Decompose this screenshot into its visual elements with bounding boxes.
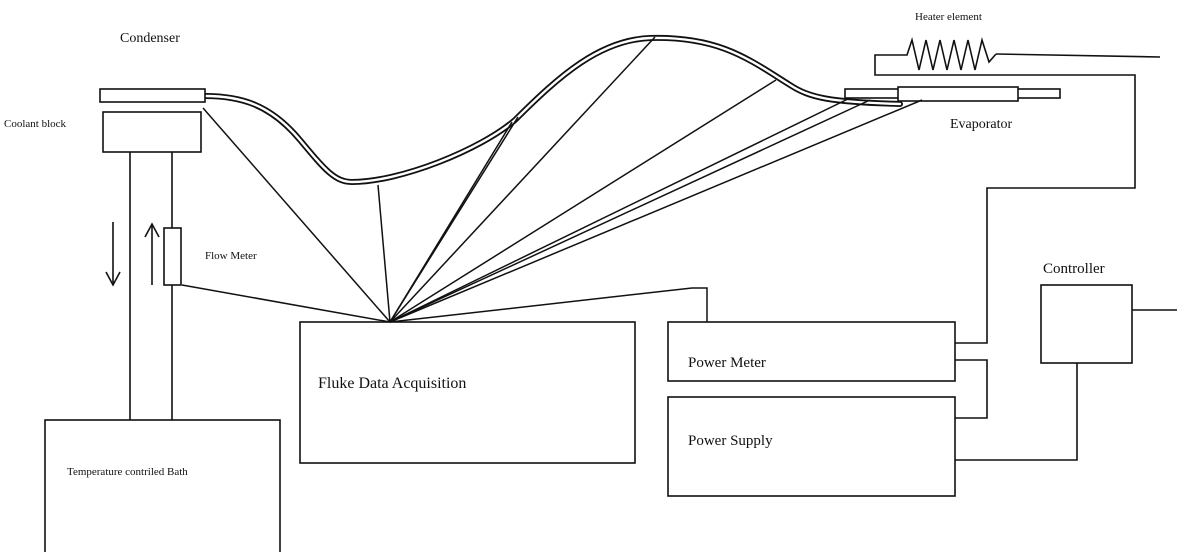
temperature-bath-label: Temperature contriled Bath [67,466,188,478]
evaporator-label: Evaporator [950,117,1013,132]
thermocouple-wires [181,36,923,323]
power-supply [667,396,956,497]
controller-supply-line [955,363,1078,461]
up-arrow-icon [144,222,160,285]
heater-element [874,36,1161,344]
evaporator-section [897,86,1019,102]
power-meter-label: Power Meter [688,355,766,371]
flow-meter-label: Flow Meter [205,250,257,262]
heat-pipe [202,34,903,185]
power-supply-label: Power Supply [688,433,773,449]
flow-meter [163,227,182,286]
coolant-block [102,111,202,153]
temperature-bath [44,419,281,552]
fluke-label: Fluke Data Acquisition [318,375,466,392]
coolant-block-label: Coolant block [4,118,67,130]
controller [1040,284,1133,364]
controller-label: Controller [1043,261,1105,277]
heater-element-label: Heater element [915,11,982,23]
condenser-section [99,88,206,103]
condenser-label: Condenser [120,31,180,46]
power-meter [667,321,956,382]
down-arrow-icon [105,222,121,287]
fluke-data-acquisition [299,321,636,464]
power-wiring [955,359,988,419]
